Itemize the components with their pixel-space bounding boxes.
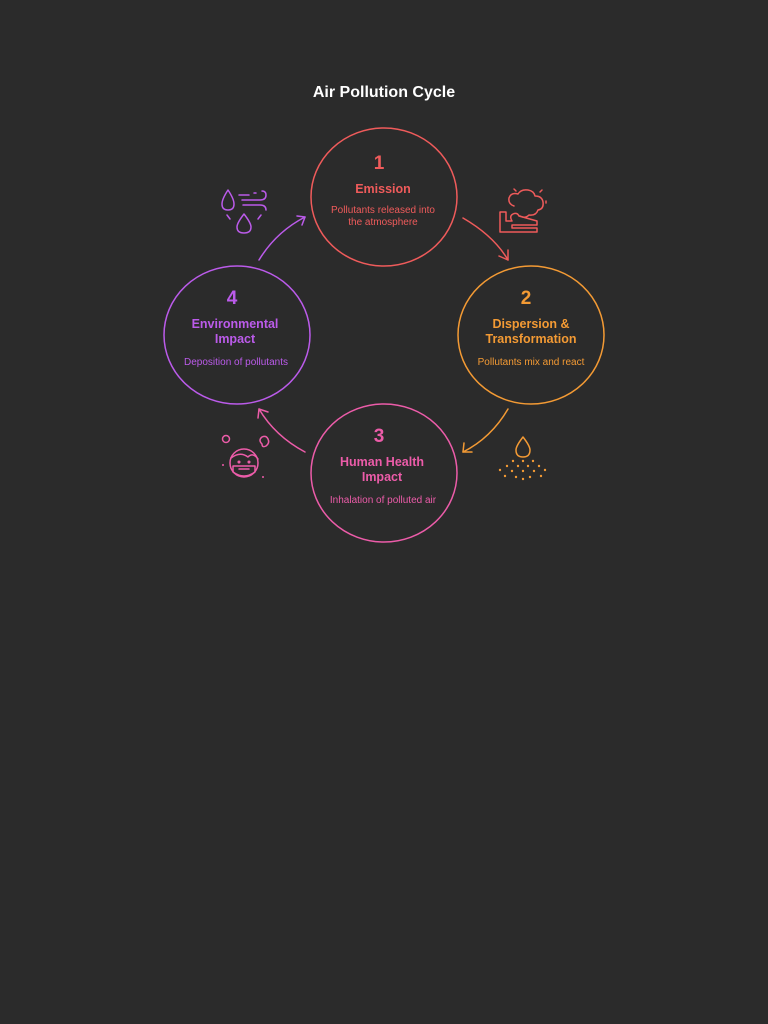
step-description: Deposition of pollutants <box>184 357 288 368</box>
step-label: Environmental <box>192 317 279 331</box>
step-description: Inhalation of polluted air <box>330 495 437 506</box>
step-description: Pollutants mix and react <box>478 357 585 368</box>
arrow-emission-to-dispersion <box>462 217 509 261</box>
step-emission: 1 Emission Pollutants released into the … <box>310 127 458 267</box>
diagram-title: Air Pollution Cycle <box>313 84 455 101</box>
step-description: the atmosphere <box>348 217 418 228</box>
step-circle <box>310 127 458 267</box>
step-label: Impact <box>215 332 256 346</box>
step-number: 2 <box>521 288 532 309</box>
step-label: Emission <box>355 182 411 196</box>
step-circle <box>457 265 605 405</box>
step-number: 1 <box>374 153 385 174</box>
arrow-health-to-environment <box>257 408 306 453</box>
acid-rain-icon <box>221 189 267 234</box>
step-circle <box>310 403 458 543</box>
arrow-dispersion-to-health <box>462 408 509 453</box>
step-description: Pollutants released into <box>331 205 435 216</box>
step-label: Transformation <box>486 332 577 346</box>
step-label: Impact <box>362 470 403 484</box>
step-environmental: 4 Environmental Impact Deposition of pol… <box>163 265 311 405</box>
droplet-particles-icon <box>498 436 547 481</box>
step-label: Human Health <box>340 455 424 469</box>
face-mask-icon <box>221 434 270 478</box>
step-human-health: 3 Human Health Impact Inhalation of poll… <box>310 403 458 543</box>
step-dispersion: 2 Dispersion & Transformation Pollutants… <box>457 265 605 405</box>
arrow-environment-to-emission <box>258 215 306 261</box>
step-label: Dispersion & <box>492 317 569 331</box>
step-number: 4 <box>227 288 238 309</box>
step-circle <box>163 265 311 405</box>
factory-smoke-icon <box>499 188 547 233</box>
step-number: 3 <box>374 426 385 447</box>
